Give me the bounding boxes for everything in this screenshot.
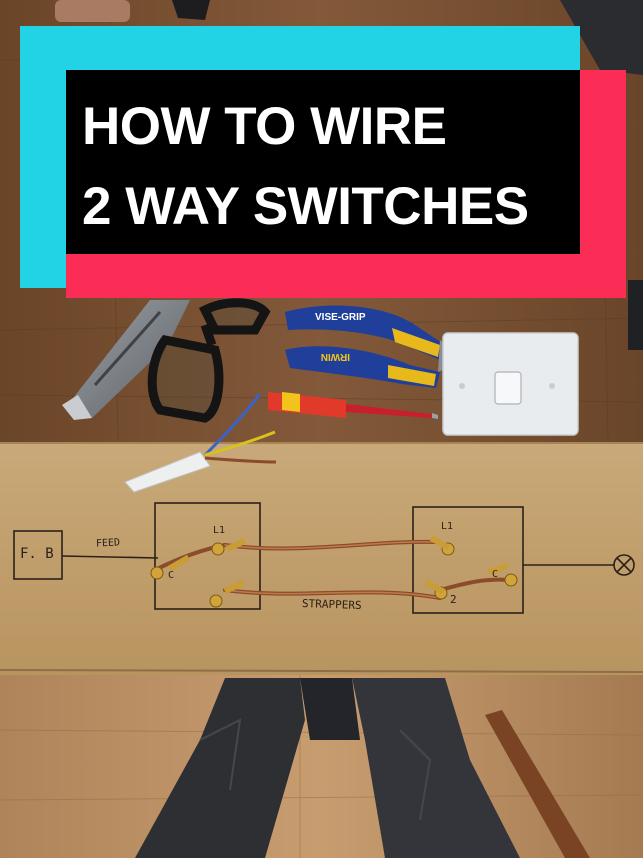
pliers: VISE-GRIP IRWIN — [285, 305, 455, 388]
feed-label: FEED — [95, 537, 121, 550]
utility-knife — [62, 300, 190, 420]
title-line-1: HOW TO WIRE — [82, 97, 447, 156]
switch1-common-label: C — [168, 570, 175, 581]
pliers-brand-top: VISE-GRIP — [315, 312, 366, 323]
light-switch-sample — [442, 332, 579, 436]
lamp-icon — [613, 554, 635, 576]
dark-object-right — [628, 280, 643, 350]
switch1-l1-label: L1 — [213, 525, 226, 536]
feed-line — [61, 555, 159, 559]
chair-leg — [485, 710, 590, 858]
fuse-box — [13, 530, 63, 580]
bag-strap — [172, 0, 210, 20]
fuse-box-label: F. B — [20, 546, 54, 562]
switch2-l1-label: L1 — [441, 521, 454, 532]
cardboard-board — [0, 443, 643, 675]
switch-2-box — [412, 506, 524, 614]
screwdriver — [268, 392, 438, 419]
twin-earth-cable — [124, 393, 277, 493]
switch-1-box — [154, 502, 261, 610]
shoe-object — [55, 0, 130, 22]
pliers-brand-bottom: IRWIN — [321, 351, 350, 362]
switch2-common-label: C — [492, 569, 499, 580]
safety-glasses — [147, 298, 271, 423]
title-line-2: 2 WAY SWITCHES — [82, 177, 529, 236]
switch2-l2-label: 2 — [450, 593, 457, 606]
banner-black-layer — [66, 70, 580, 254]
strappers-label: STRAPPERS — [301, 596, 362, 613]
wiring-diagram — [13, 502, 635, 614]
screw-terminals — [150, 535, 518, 608]
dark-case — [560, 0, 643, 75]
legs — [135, 678, 520, 858]
